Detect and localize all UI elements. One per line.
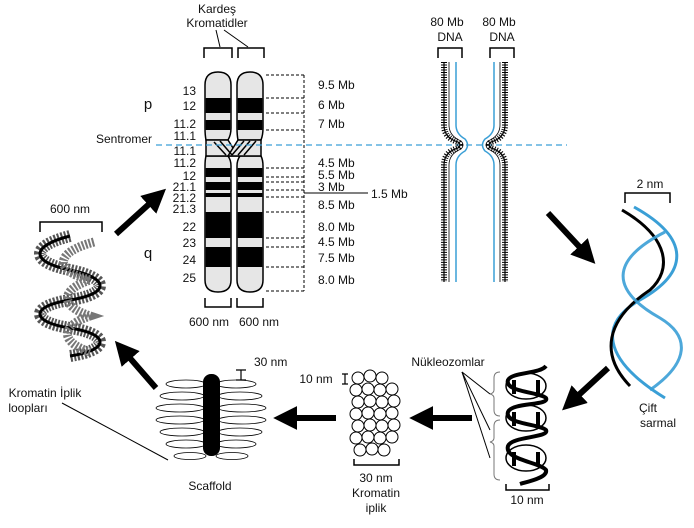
mb-label: 8.0 Mb [318, 220, 355, 234]
band-label: 23 [183, 236, 197, 250]
dna-strand-right [481, 62, 508, 282]
band-label: 22 [183, 220, 197, 234]
arrow-helix-to-nucleosome [562, 365, 611, 411]
arrow-scaffold-to-loops [114, 340, 159, 390]
mb-label: 3 Mb [318, 180, 345, 194]
30nm-fiber-label-2: Kromatin [352, 486, 400, 500]
double-helix: 2 nm Çift sarmal [609, 177, 683, 430]
loops-width-label: 600 nm [50, 202, 90, 216]
dna-strand-left [441, 62, 469, 282]
band-label: 12 [183, 169, 197, 183]
width-600nm-left: 600 nm [189, 315, 229, 329]
width-600nm-right: 600 nm [239, 315, 279, 329]
right-chromatid [236, 71, 264, 293]
mb-label: 8.5 Mb [318, 198, 355, 212]
left-chromatid-bracket [203, 47, 233, 58]
scaffold-30nm-label: 30 nm [254, 355, 287, 369]
left-chromatid [204, 71, 232, 293]
mb-label: 4.5 Mb [318, 235, 355, 249]
band-label: 13 [183, 84, 197, 98]
band-label: 11.2 [174, 117, 197, 131]
sister-chromatids-label-2: Kromatidler [186, 16, 247, 30]
dna-left-label-1: 80 Mb [430, 15, 464, 29]
chromosome: Kardeş Kromatidler [96, 2, 567, 329]
dna-left-label-2: DNA [437, 30, 462, 44]
q-arm-label: q [144, 245, 152, 262]
mb-label: 5.5 Mb [318, 168, 355, 182]
band-label: 21.2 [173, 191, 197, 205]
width-bracket-left [204, 298, 232, 308]
mb-label: 8.0 Mb [318, 273, 355, 287]
dna-right-label-2: DNA [489, 30, 514, 44]
scaffold-label: Scaffold [188, 479, 231, 493]
30nm-fiber-label-1: 30 nm [359, 471, 392, 485]
helix-width-label: 2 nm [637, 177, 664, 191]
helix-strand-blue [611, 205, 679, 400]
10nm-label: 10 nm [299, 372, 332, 386]
mb-label: 4.5 Mb [318, 156, 355, 170]
scaffold-structure: 30 nm Scaffold [155, 355, 287, 493]
30nm-fiber: 10 nm 30 nm Kromatin iplik [299, 369, 401, 515]
sister-chromatids-label-1: Kardeş [198, 2, 236, 16]
nucleosomes-label: Nükleozomlar [411, 355, 484, 369]
megabase-brackets [266, 74, 305, 292]
mb-label: 7.5 Mb [318, 251, 355, 265]
mb-label: 6 Mb [318, 98, 345, 112]
mb-label: 9.5 Mb [318, 78, 355, 92]
band-label: 24 [183, 253, 197, 267]
arrow-dna-to-helix [545, 210, 596, 264]
dna-molecules: 80 Mb DNA 80 Mb DNA [430, 15, 516, 282]
band-label: 25 [183, 271, 197, 285]
band-label: 11.1 [174, 129, 197, 143]
double-helix-label-2: sarmal [640, 416, 676, 430]
band-label: 21.1 [173, 180, 197, 194]
band-label: 11.2 [174, 156, 197, 170]
centromere-label: Sentromer [96, 132, 152, 146]
right-chromatid-bracket [237, 47, 265, 58]
30nm-fiber-label-3: iplik [366, 501, 388, 515]
width-bracket-right [236, 298, 264, 308]
loops-label-2: loopları [8, 401, 47, 415]
loops-label-1: Kromatin İplik [9, 386, 83, 400]
scaffold-core [203, 374, 220, 456]
nucleosome-width-label: 10 nm [510, 493, 543, 507]
band-label: 12 [183, 99, 197, 113]
mb-label: 7 Mb [318, 117, 345, 131]
double-helix-label-1: Çift [639, 401, 658, 415]
mb-label: 1.5 Mb [371, 187, 408, 201]
nucleosomes: Nükleozomlar 10 nm [411, 355, 550, 507]
flow-arrows [113, 188, 611, 430]
chromatin-loops: 600 nm Kromatin İplik loopları [8, 202, 169, 461]
p-arm-label: p [144, 96, 152, 113]
centromere-region [205, 139, 262, 157]
fiber-beads [349, 369, 401, 457]
band-label: 11.1 [174, 144, 197, 158]
band-label: 21.3 [173, 202, 197, 216]
scaffold-leader-line [61, 402, 169, 461]
dna-right-label-1: 80 Mb [482, 15, 516, 29]
arrow-loops-to-chromosome [113, 188, 167, 237]
